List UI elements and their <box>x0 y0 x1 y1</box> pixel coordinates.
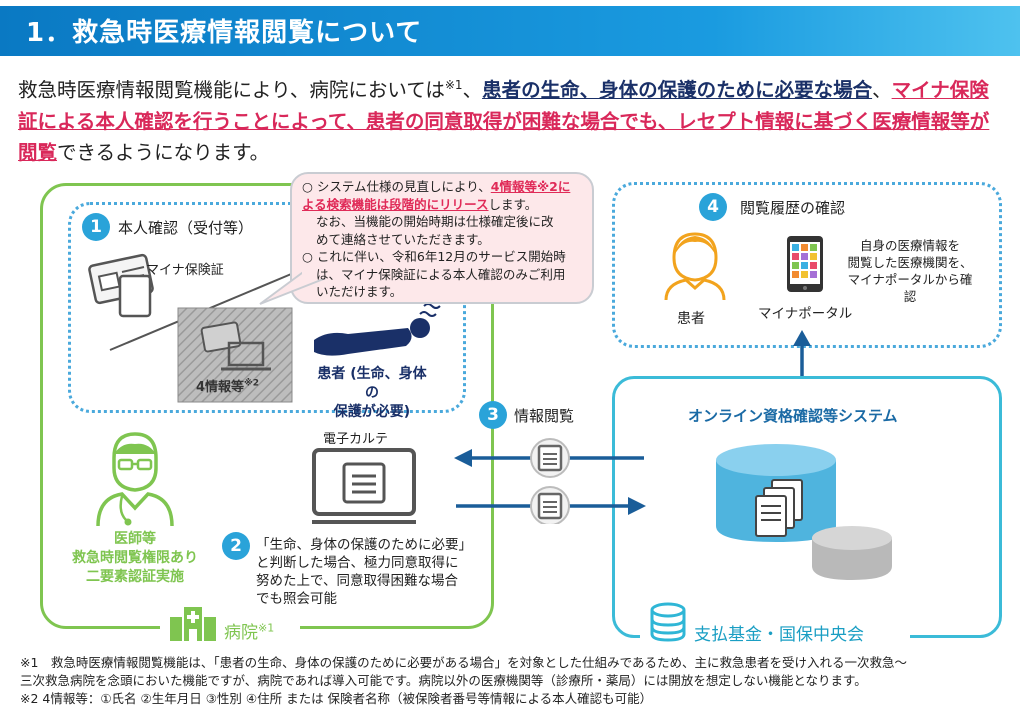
doctor-icon <box>96 432 174 527</box>
callout-tail <box>259 268 328 305</box>
info4-hatched-box <box>177 307 293 403</box>
intro-part4: できるようになります。 <box>57 140 270 164</box>
history-patient-label: 患者 <box>677 311 705 327</box>
history-desc-line2: 閲覧した医療機関を、 <box>847 255 973 270</box>
callout-line4: めて連絡させていただきます。 <box>316 231 490 247</box>
patient-label: 患者 (生命、身体の保護が必要) <box>312 365 432 422</box>
org-label: 支払基金・国保中央会 <box>694 625 864 645</box>
portal-label: マイナポータル <box>758 306 853 322</box>
intro-text: 救急時医療情報閲覧機能により、病院においては※1、患者の生命、身体の保護のために… <box>18 70 1008 168</box>
my-number-card-icon <box>88 253 154 318</box>
callout-line1-red: 4情報等※2に <box>490 179 571 194</box>
footnote-1-line1: ※1 救急時医療情報閲覧機能は、「患者の生命、身体の保護のために必要がある場合」… <box>20 655 908 670</box>
step4-badge: 4 <box>699 193 727 221</box>
step2-line3: 努めた上で、同意取得困難な場合 <box>256 573 458 589</box>
card-label: マイナ保険証 <box>146 263 224 278</box>
intro-emphasis-2: マイナ保険証による本人確認を行うことによって、患者の同意取得が困難な場合でも、レ… <box>18 78 990 164</box>
up-arrow <box>793 330 811 376</box>
doctor-label: 医師等 救急時閲覧権限あり 二要素認証実施 <box>66 530 204 587</box>
history-frame <box>612 182 1002 348</box>
hospital-label: 病院※1 <box>224 618 274 643</box>
ehr-monitor-icon <box>312 448 416 524</box>
data-flow-arrows <box>454 438 646 524</box>
intro-part3: 、 <box>872 78 892 102</box>
history-desc-line3: マイナポータルから確認 <box>847 272 973 304</box>
step2-badge: 2 <box>222 532 250 560</box>
patient-person-icon <box>664 232 726 301</box>
footnote-2: ※2 4情報等：①氏名 ②生年月日 ③性別 ④住所 または 保険者名称（被保険者… <box>20 691 653 706</box>
history-desc-line1: 自身の医療情報を <box>859 238 960 253</box>
step2-text: 「生命、身体の保護のために必要」 と判断した場合、極力同意取得に 努めた上で、同… <box>256 536 472 608</box>
footnote-1-line2: 三次救急病院を念頭においた機能ですが、病院であれば導入可能です。病院以外の医療機… <box>20 673 867 688</box>
callout-box <box>290 172 594 304</box>
hospital-label-bg <box>160 604 300 644</box>
ehr-label: 電子カルテ <box>323 432 389 447</box>
step2-line1: 「生命、身体の保護のために必要」 <box>256 537 472 553</box>
info4-sup: ※2 <box>244 378 260 389</box>
step2-line4: でも照会可能 <box>256 591 337 607</box>
step3-badge: 3 <box>479 401 507 429</box>
page-title: 1．救急時医療情報閲覧について <box>26 18 423 48</box>
lying-patient-icon <box>314 303 441 356</box>
footnotes: ※1 救急時医療情報閲覧機能は、「患者の生命、身体の保護のために必要がある場合」… <box>20 654 1010 708</box>
step1-label: 本人確認（受付等） <box>118 219 254 237</box>
hospital-building-icon <box>170 607 216 641</box>
callout-line3: なお、当機能の開始時期は仕様確定後に改 <box>316 214 554 229</box>
hospital-label-sup: ※1 <box>258 621 275 635</box>
step3-label: 情報閲覧 <box>514 407 575 425</box>
header: 1．救急時医療情報閲覧について <box>0 0 1020 60</box>
intro-part2: 、 <box>462 78 483 102</box>
callout-line2: します。 <box>488 196 538 212</box>
step1-badge: 1 <box>82 213 110 241</box>
server-stack-icon <box>650 602 686 642</box>
history-title: 閲覧履歴の確認 <box>740 199 846 217</box>
callout-line7: いただけます。 <box>316 284 403 299</box>
callout-line1: ○ システム仕様の見直しにより、 <box>302 179 491 194</box>
info4-text: 4情報等 <box>196 380 245 395</box>
identity-check-frame <box>68 202 466 413</box>
info4-label: 4情報等※2 <box>196 376 259 395</box>
doctor-line2: 救急時閲覧権限あり <box>72 550 198 566</box>
callout-line5: ○ これに伴い、令和6年12月のサービス開始時 <box>302 249 566 264</box>
hospital-label-text: 病院 <box>224 623 258 643</box>
patient-label-line1: 患者 (生命、身体の <box>317 366 427 401</box>
history-description: 自身の医療情報を 閲覧した医療機関を、 マイナポータルから確認 <box>842 237 978 305</box>
step2-line2: と判断した場合、極力同意取得に <box>256 555 459 571</box>
intro-sup1: ※1 <box>444 78 463 92</box>
callout-line6: は、マイナ保険証による本人確認のみご利用 <box>316 266 566 282</box>
system-title: オンライン資格確認等システム <box>688 407 898 425</box>
database-icon <box>716 444 892 580</box>
doctor-line3: 二要素認証実施 <box>86 569 184 585</box>
callout-line2-red: よる検索機能は段階的にリリース <box>302 196 489 212</box>
doctor-line1: 医師等 <box>114 531 156 547</box>
intro-emphasis-1: 患者の生命、身体の保護のために必要な場合 <box>482 78 873 102</box>
header-bar <box>0 6 1020 56</box>
callout-text: ○ システム仕様の見直しにより、4情報等※2に よる検索機能は段階的にリリースし… <box>302 178 586 301</box>
patient-label-line2: 保護が必要) <box>333 404 411 420</box>
intro-part1: 救急時医療情報閲覧機能により、病院においては <box>18 78 445 102</box>
smartphone-icon <box>787 236 823 292</box>
